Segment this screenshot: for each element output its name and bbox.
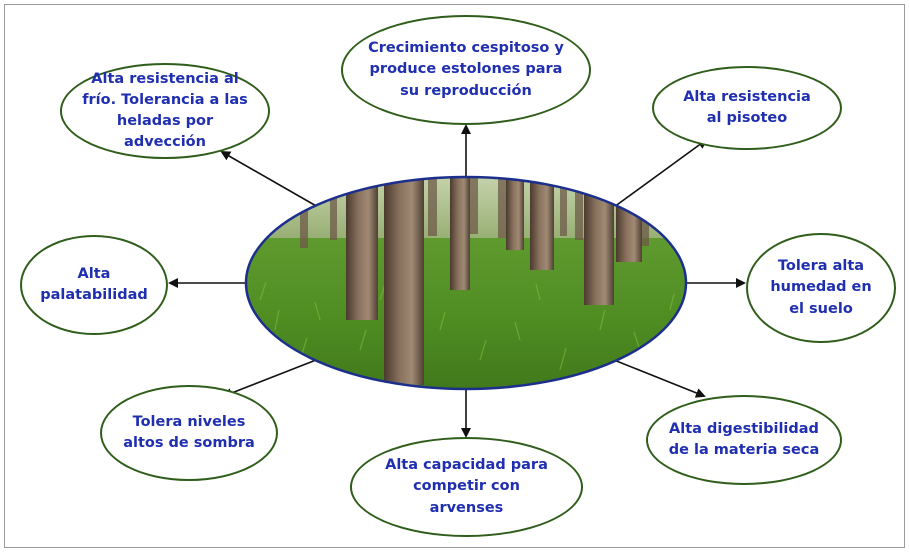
arrow-top-right (613, 138, 708, 208)
center-photo (246, 177, 686, 389)
bubble-bottom-right: Alta digestibilidad de la materia seca (646, 395, 842, 485)
bubble-top-right: Alta resistencia al pisoteo (652, 66, 842, 150)
bubble-bottom: Alta capacidad para competir con arvense… (350, 437, 583, 537)
arrow-bottom-right (613, 359, 706, 398)
arrow-top-left (220, 151, 319, 208)
connector-arrows (168, 124, 746, 438)
bubble-top-left: Alta resistencia al frío. Tolerancia a l… (60, 63, 270, 159)
bubble-top: Crecimiento cespitoso y produce estolone… (341, 15, 591, 125)
center-photo-border (244, 175, 688, 391)
arrow-bottom-left (222, 359, 317, 398)
bubble-bottom-left: Tolera niveles altos de sombra (100, 385, 278, 481)
bubble-right: Tolera alta humedad en el suelo (746, 233, 896, 343)
bubble-left: Alta palatabilidad (20, 235, 168, 335)
